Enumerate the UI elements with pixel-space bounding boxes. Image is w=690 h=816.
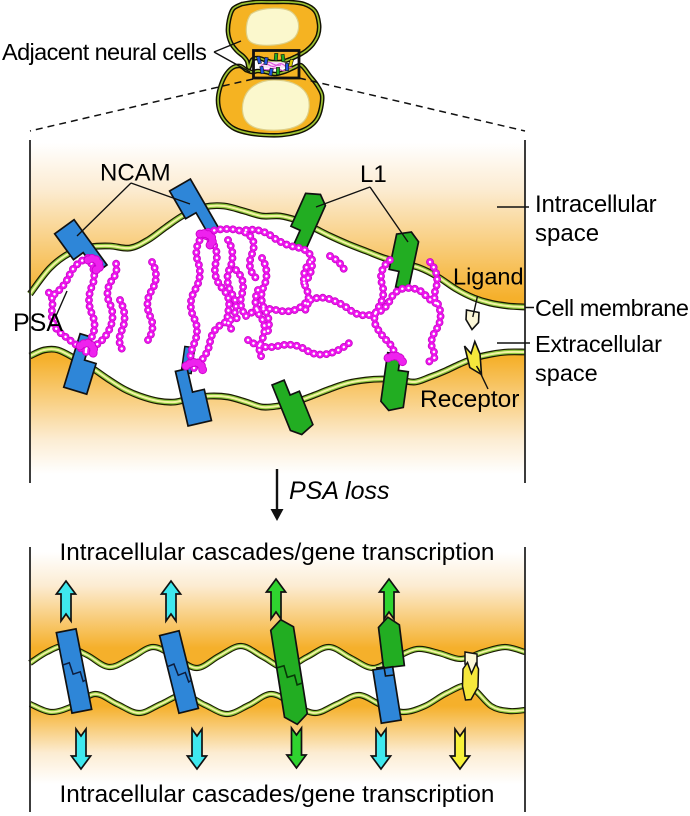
- svg-text:Adjacent neural cells: Adjacent neural cells: [2, 39, 206, 65]
- svg-text:PSA: PSA: [13, 309, 63, 337]
- svg-text:Intracellular: Intracellular: [535, 191, 657, 218]
- svg-text:NCAM: NCAM: [100, 160, 171, 187]
- svg-text:space: space: [535, 220, 599, 247]
- svg-text:space: space: [535, 360, 598, 386]
- svg-text:Ligand: Ligand: [453, 264, 524, 290]
- svg-text:PSA loss: PSA loss: [289, 477, 390, 505]
- svg-text:L1: L1: [360, 161, 387, 188]
- svg-text:Intracellular cascades/gene tr: Intracellular cascades/gene transcriptio…: [60, 539, 495, 566]
- svg-text:Intracellular cascades/gene tr: Intracellular cascades/gene transcriptio…: [60, 781, 495, 808]
- svg-text:Receptor: Receptor: [420, 386, 519, 413]
- svg-text:Extracellular: Extracellular: [535, 331, 662, 357]
- svg-text:Cell membrane: Cell membrane: [535, 295, 689, 321]
